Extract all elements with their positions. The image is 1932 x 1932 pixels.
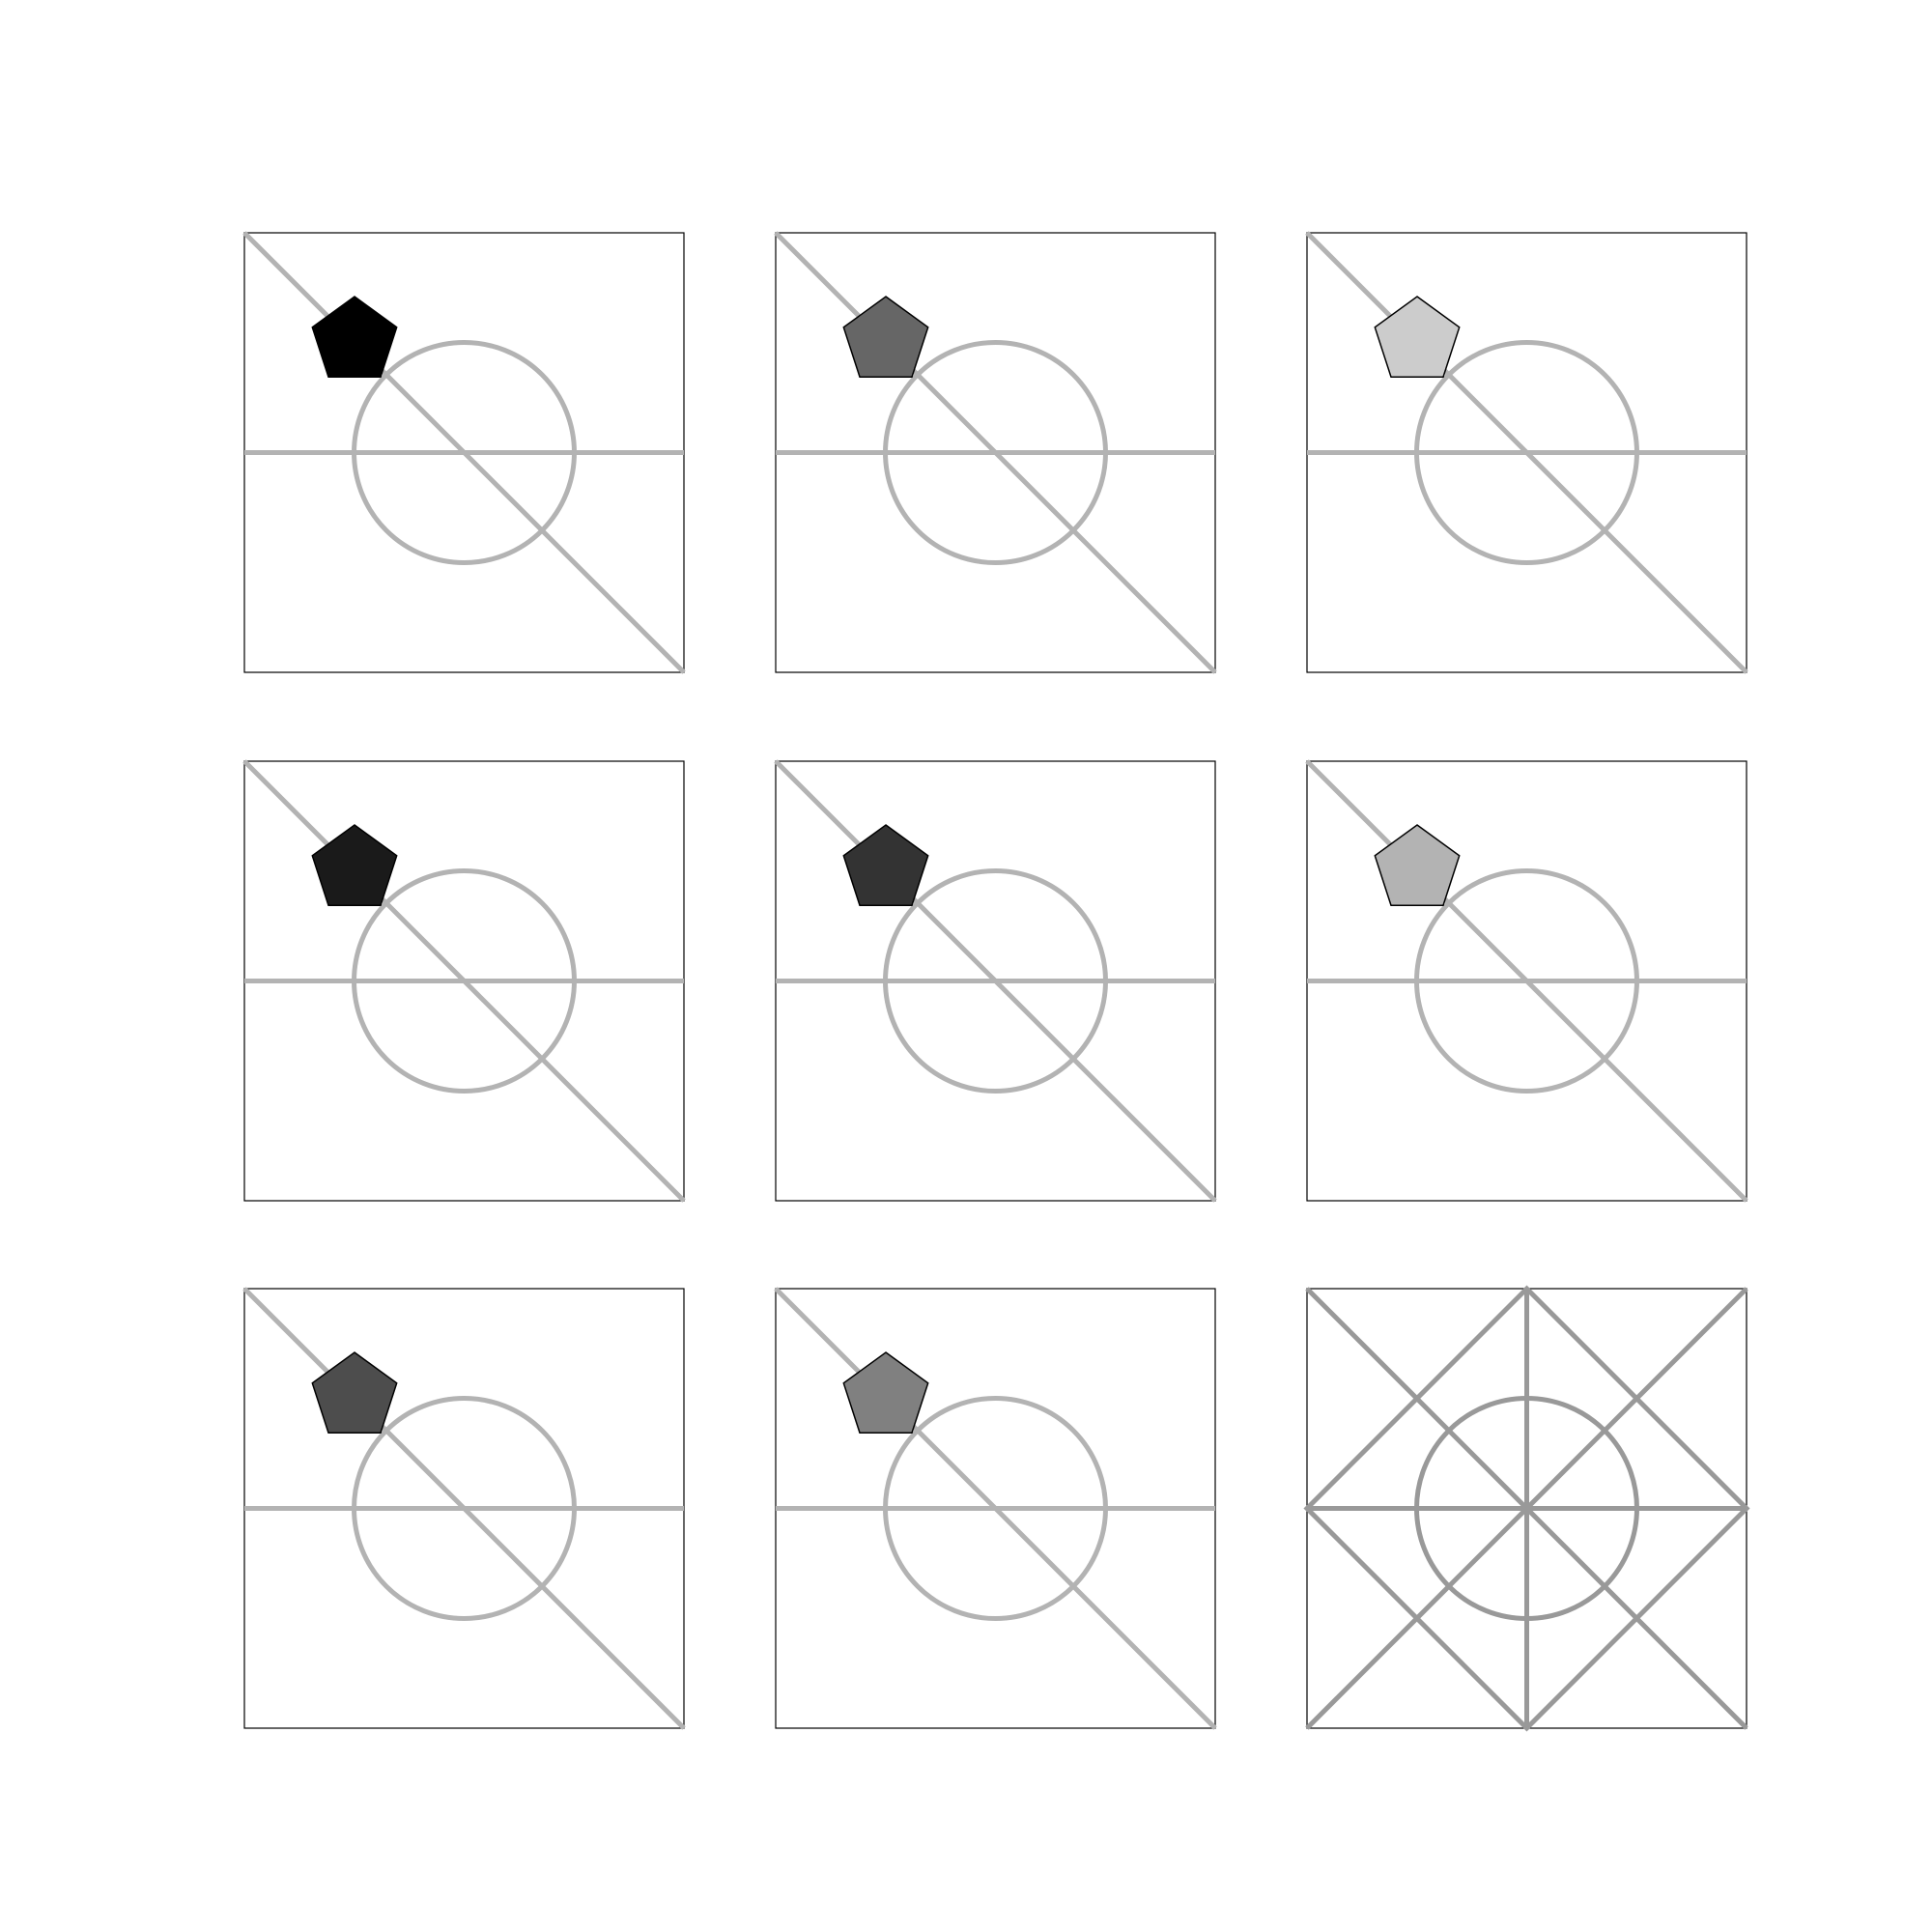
pentagon-panel-2-2 bbox=[774, 759, 1217, 1203]
pentagon-panel-1-2 bbox=[774, 231, 1217, 674]
guide-circle bbox=[352, 1396, 577, 1621]
guide-diagonal-line bbox=[242, 231, 686, 674]
pentagon-shape bbox=[311, 1351, 398, 1434]
pentagon-panel-2-1 bbox=[242, 759, 686, 1203]
guide-diagonal-line bbox=[1305, 759, 1748, 1203]
guide-diamond bbox=[1303, 1285, 1750, 1732]
pentagon-panel-1-1 bbox=[242, 231, 686, 674]
guide-diagonal-line bbox=[774, 759, 1217, 1203]
guide-diagonal-line bbox=[1305, 231, 1748, 674]
answer-panel-3-3 bbox=[1303, 1285, 1750, 1732]
guide-diagonal-line bbox=[774, 231, 1217, 674]
pentagon-panel-1-3 bbox=[1305, 231, 1748, 674]
guide-diagonal-line bbox=[242, 1287, 686, 1730]
guide-circle bbox=[1414, 340, 1639, 565]
guide-circle bbox=[352, 340, 577, 565]
pentagon-panel-3-2 bbox=[774, 1287, 1217, 1730]
guide-circle bbox=[883, 340, 1108, 565]
guide-antidiagonal-line bbox=[1305, 1287, 1748, 1730]
guide-diagonal-line bbox=[242, 759, 686, 1203]
pentagon-shape bbox=[311, 296, 398, 378]
guide-diagonal-line bbox=[774, 1287, 1217, 1730]
pentagon-panel-2-3 bbox=[1305, 759, 1748, 1203]
guide-circle bbox=[1414, 868, 1639, 1094]
guide-circle bbox=[352, 868, 577, 1094]
pentagon-shape bbox=[842, 296, 929, 378]
pentagon-shape bbox=[311, 824, 398, 906]
guide-circle bbox=[883, 1396, 1108, 1621]
pentagon-shape bbox=[842, 1351, 929, 1434]
pentagon-shape bbox=[842, 824, 929, 906]
guide-circle bbox=[883, 868, 1108, 1094]
pentagon-shape bbox=[1374, 296, 1461, 378]
pentagon-shape bbox=[1374, 824, 1461, 906]
pentagon-panel-3-1 bbox=[242, 1287, 686, 1730]
